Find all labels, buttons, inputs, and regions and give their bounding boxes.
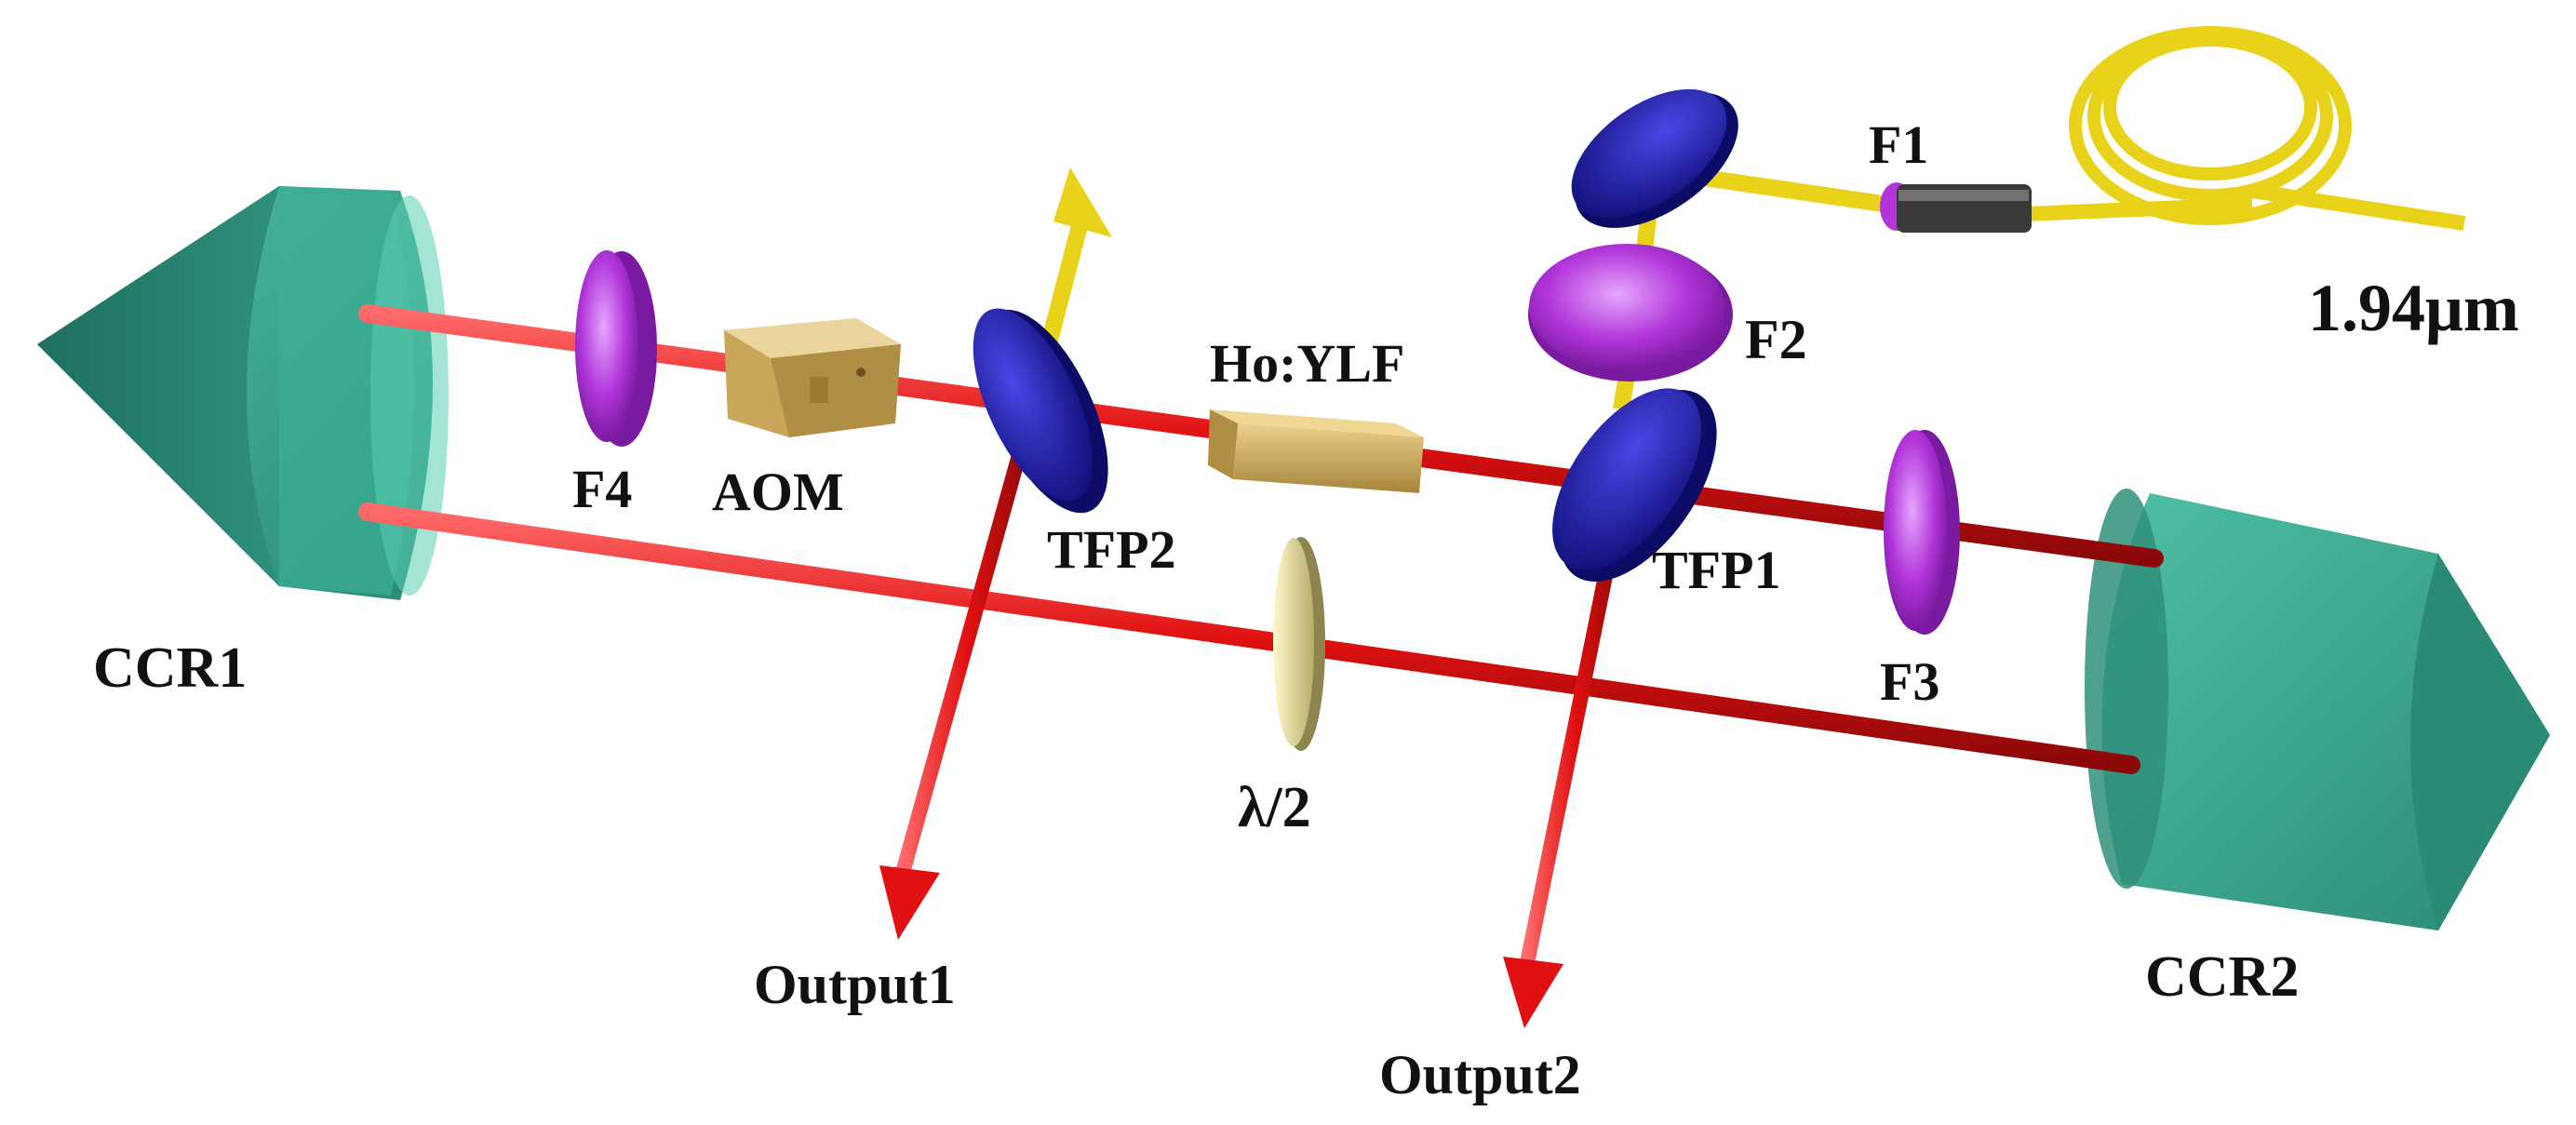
aom-modulator <box>724 318 901 437</box>
label-output1: Output1 <box>754 954 956 1015</box>
fiber-connector-f1 <box>1880 182 2032 233</box>
output1-arrowhead <box>879 865 940 940</box>
label-ccr1: CCR1 <box>93 636 247 700</box>
beam-output1 <box>893 397 1040 887</box>
label-output2: Output2 <box>1379 1044 1581 1105</box>
pump-mirror <box>1571 88 1738 228</box>
corner-cube-2 <box>2085 489 2550 931</box>
label-f4: F4 <box>572 459 632 519</box>
hoylf-crystal <box>1208 409 1424 493</box>
beam-lower <box>358 502 2140 774</box>
lens-f3 <box>1884 430 1960 635</box>
half-wave-plate <box>1273 537 1325 751</box>
corner-cube-1 <box>37 186 449 600</box>
lens-f4 <box>575 250 657 447</box>
label-f2: F2 <box>1745 309 1807 370</box>
lens-f2 <box>1528 244 1733 382</box>
label-tfp2: TFP2 <box>1047 519 1176 580</box>
label-hoylf: Ho:YLF <box>1210 333 1404 394</box>
label-halfwave: λ/2 <box>1238 776 1311 839</box>
label-f3: F3 <box>1880 651 1939 712</box>
fiber-to-coupler <box>2023 197 2253 221</box>
label-tfp1: TFP1 <box>1652 540 1781 600</box>
polarizer-tfp1 <box>1552 388 1717 582</box>
fiber-coil <box>2069 26 2352 225</box>
label-f1: F1 <box>1869 114 1928 175</box>
output2-arrowhead <box>1503 957 1563 1028</box>
fiber-lead <box>2250 183 2466 231</box>
label-wavelength: 1.94μm <box>2308 271 2519 345</box>
pump-residual-arrowhead <box>1053 167 1112 237</box>
polarizer-tfp2 <box>973 308 1108 514</box>
label-ccr2: CCR2 <box>2145 945 2299 1009</box>
label-aom: AOM <box>712 462 844 522</box>
